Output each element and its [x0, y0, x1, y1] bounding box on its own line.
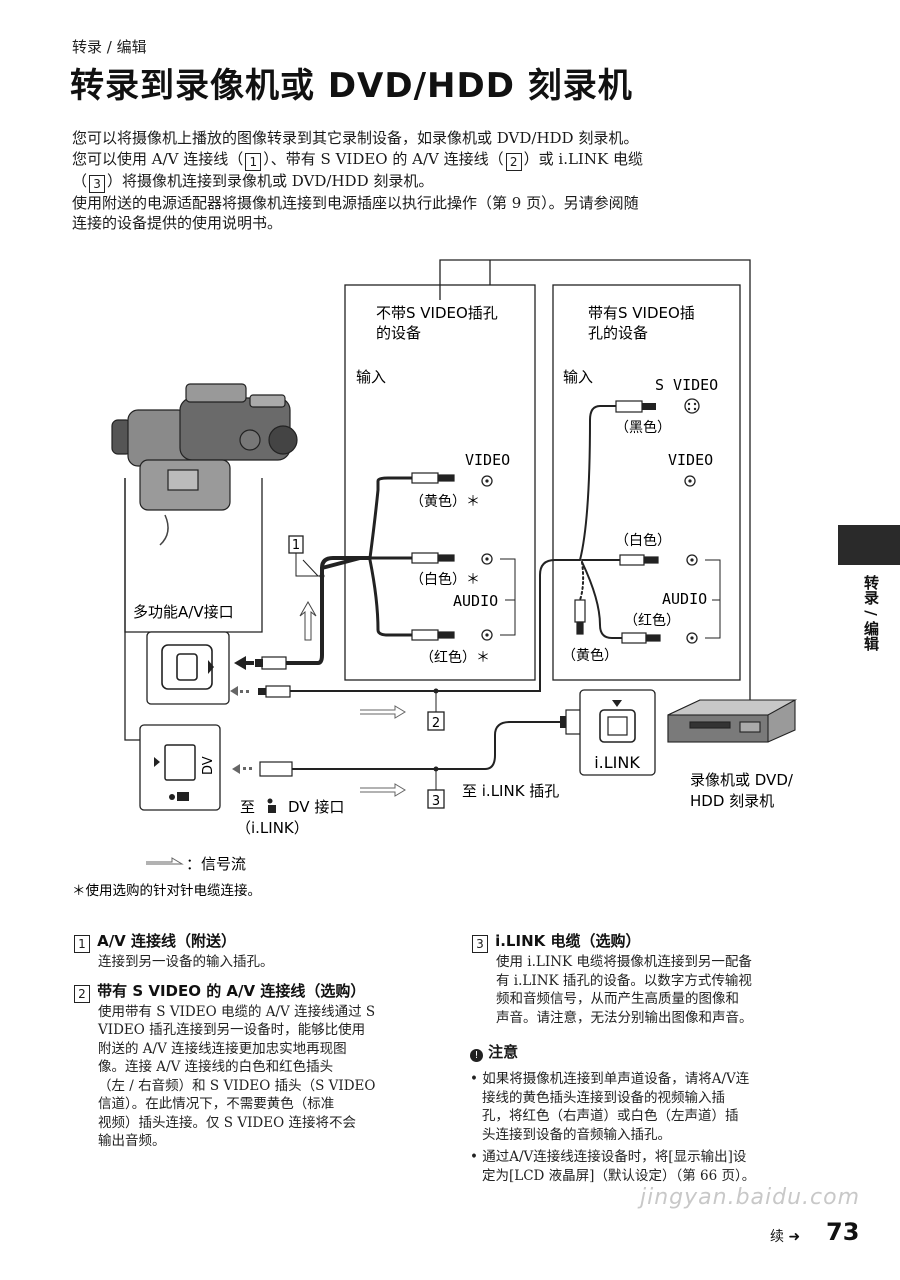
item-title: A/V 连接线（附送）	[97, 932, 237, 950]
color-label-black: （黑色）	[615, 419, 671, 436]
input-label: 输入	[356, 368, 386, 386]
legend-label: ：信号流	[186, 855, 246, 873]
color-label-red: （红色）＊	[420, 649, 490, 666]
intro-line: 连接的设备提供的使用说明书。	[72, 214, 283, 232]
rca-plug-icon	[574, 554, 661, 644]
note-title: 注意	[488, 1043, 519, 1061]
item-list-right: 3 i.LINK 电缆（选购） 使用 i.LINK 电缆将摄像机连接到另一配备有…	[470, 930, 830, 1189]
number-box: 3	[472, 935, 488, 953]
video-jack-icon	[684, 475, 696, 487]
recorder-label: 录像机或 DVD/	[690, 771, 794, 789]
audio-jack-icon	[686, 632, 698, 644]
color-label-white: （白色）＊	[410, 571, 480, 588]
color-label-red: （红色）	[624, 612, 680, 629]
audio-label: AUDIO	[453, 592, 498, 610]
audio-jack-icon	[686, 554, 698, 566]
multi-av-label: 多功能A/V接口	[133, 603, 234, 621]
video-label: VIDEO	[668, 451, 713, 469]
video-jack-icon	[481, 475, 493, 487]
audio-jack-icon	[481, 553, 493, 565]
av-plug-icon	[258, 685, 291, 698]
camcorder-icon	[111, 383, 298, 546]
section-side-tab	[838, 525, 900, 565]
arrow-right-icon: ➜	[788, 1229, 801, 1245]
to-dv-label: DV 接口	[288, 798, 344, 816]
signal-flow-legend-icon	[146, 857, 184, 865]
device-box-svideo	[552, 284, 741, 681]
av-plug-icon	[255, 656, 287, 670]
item-list-left: 1 A/V 连接线（附送） 连接到另一设备的输入插孔。 2 带有 S VIDEO…	[72, 930, 432, 1151]
intro-paragraph: 您可以将摄像机上播放的图像转录到其它录制设备，如录像机或 DVD/HDD 刻录机…	[72, 128, 822, 234]
number-box: 1	[292, 538, 300, 553]
number-box: 2	[432, 716, 440, 731]
note-item: • 通过A/V连接线连接设备时，将[显示输出]设定为[LCD 液晶屏]（默认设定…	[470, 1149, 756, 1184]
note-list: • 如果将摄像机连接到单声道设备，请将A/V连接线的黄色插头连接到设备的视频输入…	[470, 1070, 830, 1185]
rca-plug-icon	[411, 472, 455, 641]
note-item: • 如果将摄像机连接到单声道设备，请将A/V连接线的黄色插头连接到设备的视频输入…	[470, 1071, 750, 1143]
ilink-cable	[291, 721, 561, 770]
footnote: ＊使用选购的针对针电缆连接。	[72, 882, 261, 899]
number-box: 1	[74, 935, 90, 953]
right-device-title: 带有S VIDEO插	[588, 304, 695, 322]
number-box: 2	[505, 152, 522, 171]
color-label-yellow: （黄色）	[562, 647, 618, 664]
item-ilink-cable: 3 i.LINK 电缆（选购） 使用 i.LINK 电缆将摄像机连接到另一配备有…	[470, 930, 830, 1027]
continued-label: 续 ➜	[770, 1229, 801, 1245]
svideo-label: S VIDEO	[655, 376, 718, 394]
item-svideo-cable: 2 带有 S VIDEO 的 A/V 连接线（选购） 使用带有 S VIDEO …	[72, 980, 432, 1151]
color-label-yellow: （黄色）＊	[410, 493, 480, 510]
watermark: jingyan.baidu.com	[640, 1185, 861, 1210]
signal-arrow-icon	[234, 656, 246, 670]
number-box: 3	[89, 174, 106, 193]
to-ilink-label: 至 i.LINK 插孔	[462, 782, 559, 800]
intro-line: 使用附送的电源适配器将摄像机连接到电源插座以执行此操作（第 9 页）。另请参阅随	[72, 193, 639, 212]
audio-jack-icon	[481, 629, 493, 641]
left-device-title: 不带S VIDEO插孔	[376, 304, 498, 322]
side-tab-label: 转录 / 编辑	[862, 575, 880, 651]
signal-flow-arrow	[360, 705, 406, 719]
item-av-cable: 1 A/V 连接线（附送） 连接到另一设备的输入插孔。	[72, 930, 432, 972]
ilink-camera-icon	[169, 792, 189, 801]
ilink-label: i.LINK	[594, 753, 640, 772]
number-box: 2	[74, 984, 90, 1003]
signal-flow-arrow	[360, 783, 406, 797]
number-box: 1	[245, 152, 262, 171]
device-box-no-svideo	[344, 284, 536, 681]
page-number: 73	[826, 1218, 860, 1246]
note-section: ! 注意 • 如果将摄像机连接到单声道设备，请将A/V连接线的黄色插头连接到设备…	[470, 1041, 830, 1185]
connection-diagram: 不带S VIDEO插孔 的设备 带有S VIDEO插 孔的设备 输入 输入 VI…	[72, 259, 798, 899]
svideo-plug-icon	[615, 400, 656, 413]
right-device-title: 孔的设备	[588, 324, 648, 342]
section-label: 转录 / 编辑	[72, 38, 147, 56]
recorder-icon	[667, 699, 798, 743]
to-dv-label: 至	[240, 798, 255, 816]
signal-flow-arrow	[299, 600, 317, 641]
recorder-label: HDD 刻录机	[690, 792, 774, 810]
input-label: 输入	[563, 368, 593, 386]
dv-label: DV	[201, 756, 216, 775]
left-device-title: 的设备	[376, 324, 421, 342]
number-box: 3	[432, 794, 440, 809]
ilink-plug-icon	[259, 709, 587, 777]
item-title: 带有 S VIDEO 的 A/V 连接线（选购）	[97, 981, 366, 1000]
av-cable	[283, 476, 414, 665]
intro-line: （3）将摄像机连接到录像机或 DVD/HDD 刻录机。	[72, 171, 434, 193]
svideo-cable	[289, 405, 623, 692]
color-label-white: （白色）	[615, 532, 671, 549]
item-desc: 连接到另一设备的输入插孔。	[98, 954, 274, 970]
item-desc: 使用 i.LINK 电缆将摄像机连接到另一配备有 i.LINK 插孔的设备。以数…	[496, 954, 753, 1026]
page-title: 转录到录像机或 DVD/HDD 刻录机	[70, 66, 633, 106]
to-dv-label: （i.LINK）	[236, 819, 309, 837]
video-label: VIDEO	[465, 451, 510, 469]
svideo-jack-icon	[684, 398, 700, 414]
caution-icon: !	[470, 1049, 483, 1062]
ilink-camera-icon	[267, 798, 276, 813]
intro-line: 您可以将摄像机上播放的图像转录到其它录制设备，如录像机或 DVD/HDD 刻录机…	[72, 129, 639, 147]
intro-line: 您可以使用 A/V 连接线（1）、带有 S VIDEO 的 A/V 连接线（2）…	[72, 149, 643, 171]
audio-label: AUDIO	[662, 590, 707, 608]
item-title: i.LINK 电缆（选购）	[495, 932, 641, 950]
